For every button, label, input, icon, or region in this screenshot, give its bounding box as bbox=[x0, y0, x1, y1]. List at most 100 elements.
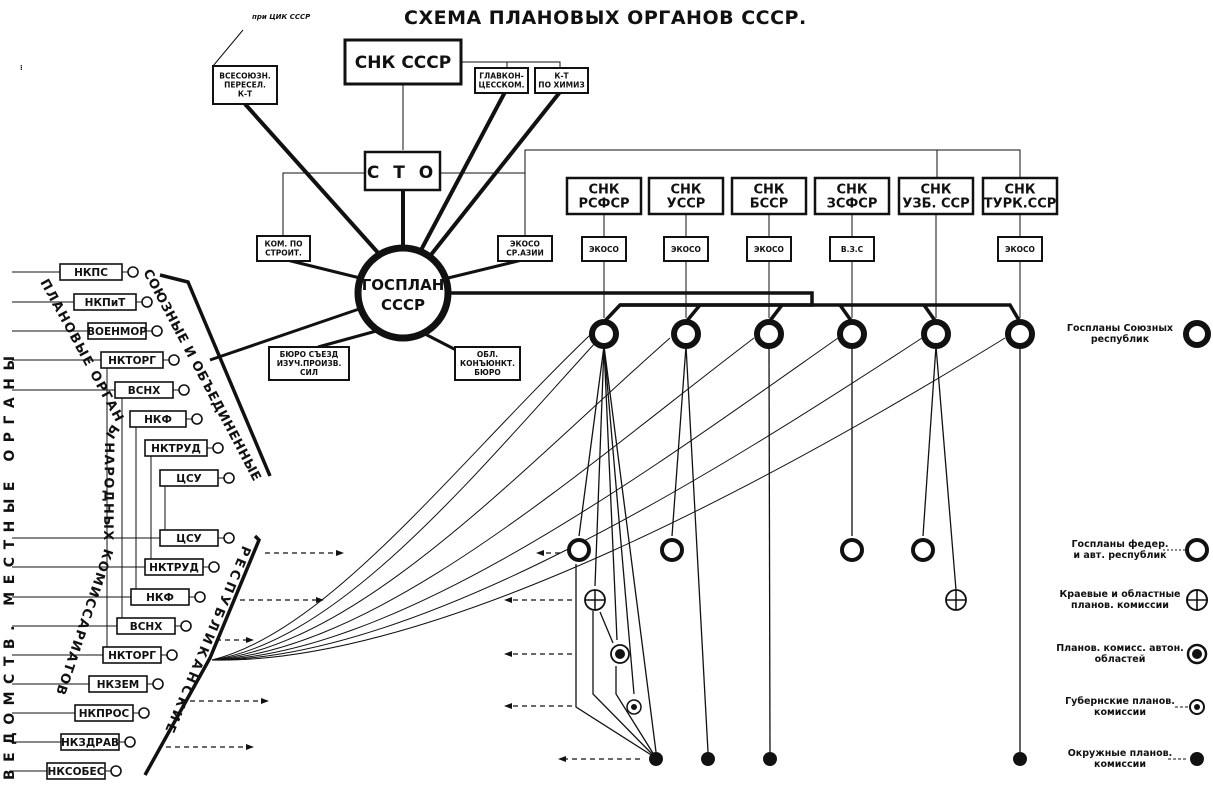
republic-5-snk-label-line1: СНК bbox=[920, 183, 951, 198]
republic-agency-7[interactable]: НКПРОС bbox=[74, 704, 150, 722]
okrug-commission-node-3[interactable] bbox=[763, 752, 777, 766]
dot-ring-small-icon bbox=[1189, 699, 1205, 715]
okrug-commission-node-2[interactable] bbox=[701, 752, 715, 766]
vsesoyuzn-pereselen-committee-box-label-line3: К-Т bbox=[238, 90, 253, 99]
legend-item-dot-ring-small: Губернские планов.комиссии bbox=[1065, 696, 1205, 718]
autonomous-region-commission-node[interactable] bbox=[610, 644, 630, 664]
legend-label: областей bbox=[1095, 654, 1146, 665]
regional-commission-node-1[interactable] bbox=[584, 589, 606, 611]
union-agency-label: НКФ bbox=[144, 414, 172, 426]
chemization-committee-box[interactable]: К-ТПО ХИМИЗ bbox=[534, 67, 589, 94]
legend-label: Губернские планов. bbox=[1065, 696, 1175, 707]
union-gosplan-node-1[interactable] bbox=[589, 319, 619, 349]
union-gosplan-node-3[interactable] bbox=[754, 319, 784, 349]
republic-4-snk-label-line1: СНК bbox=[836, 183, 867, 198]
republic-agency-label: НКФ bbox=[146, 592, 174, 604]
legend-label: Окружные планов. bbox=[1068, 748, 1173, 759]
legend-label: Краевые и областные bbox=[1060, 589, 1181, 600]
conjuncture-bureau-box-label-line1: ОБЛ. bbox=[477, 350, 498, 359]
republic-agency-5[interactable]: НКТОРГ bbox=[102, 646, 178, 664]
gosplan-label-line1: ГОСПЛАН bbox=[362, 276, 445, 294]
republic-4-snk-label-line2: ЗСФСР bbox=[827, 197, 878, 212]
gubernia-commission-node[interactable] bbox=[626, 699, 642, 715]
construction-committee-box-label-line1: КОМ. ПО bbox=[264, 240, 302, 249]
federal-gosplan-node-4[interactable] bbox=[911, 538, 935, 562]
republic-agency-9[interactable]: НКСОБЕС bbox=[46, 762, 122, 780]
gosplan-ussr-circle[interactable]: ГОСПЛАН СССР bbox=[354, 244, 452, 342]
planning-organs-label: ПЛАНОВЫЕ ОРГАНЫ НАРОДНЫХ КОМИССАРИАТОВ bbox=[36, 277, 126, 698]
legend-label: комиссии bbox=[1094, 759, 1146, 770]
commissariat-agencies: НКПС НКПиТ ВОЕНМОР НКТОРГ ВСНХ НКФ НКТРУД ЦСУ ЦС… bbox=[46, 263, 235, 780]
union-agency-5[interactable]: ВСНХ bbox=[114, 381, 190, 399]
union-agency-2[interactable]: НКПиТ bbox=[73, 293, 153, 311]
union-agency-label: НКПС bbox=[74, 267, 108, 279]
union-gosplan-node-2[interactable] bbox=[671, 319, 701, 349]
union-agency-6[interactable]: НКФ bbox=[129, 410, 203, 428]
republic-agency-label: НКПРОС bbox=[79, 708, 130, 720]
union-agency-8[interactable]: ЦСУ bbox=[159, 469, 235, 487]
auxiliary-bodies: ВСЕСОЮЗН.ПЕРЕСЕЛ.К-Т ГЛАВКОН-ЦЕССКОМ.К-ТП… bbox=[212, 65, 589, 381]
republic-agency-label: НКТОРГ bbox=[108, 650, 156, 662]
republic-agency-8[interactable]: НКЗДРАВ bbox=[60, 733, 136, 751]
republic-3-snk-label-line2: БССР bbox=[750, 197, 789, 212]
republic-3-sub-body-box[interactable]: ЭКОСО bbox=[746, 236, 792, 262]
snk-ussr-label: СНК СССР bbox=[355, 53, 451, 73]
republic-6-sub-body-box[interactable]: ЭКОСО bbox=[997, 236, 1043, 262]
republic-agency-6[interactable]: НКЗЕМ bbox=[88, 675, 164, 693]
connection-lines bbox=[12, 61, 1022, 776]
conjuncture-bureau-box[interactable]: ОБЛ.КОНЪЮНКТ.БЮРО bbox=[454, 346, 521, 381]
regional-commission-node-2[interactable] bbox=[945, 589, 967, 611]
republic-6-snk-label-line1: СНК bbox=[1004, 183, 1035, 198]
republic-agency-label: НКЗДРАВ bbox=[61, 737, 119, 749]
union-gosplan-node-4[interactable] bbox=[837, 319, 867, 349]
productive-forces-bureau-box-label-line3: СИЛ bbox=[300, 368, 318, 377]
federal-gosplan-node-2[interactable] bbox=[660, 538, 684, 562]
ring-icon bbox=[1185, 538, 1209, 562]
republic-snk-row: СНКРСФСРЭКОСОСНКУССРЭКОСОСНКБССРЭКОСОСНК… bbox=[565, 176, 1059, 262]
union-agency-4[interactable]: НКТОРГ bbox=[100, 351, 180, 369]
republic-3-snk-label-line1: СНК bbox=[753, 183, 784, 198]
union-agency-7[interactable]: НКТРУД bbox=[144, 439, 224, 457]
union-gosplan-node-5[interactable] bbox=[921, 319, 951, 349]
republic-agency-1[interactable]: ЦСУ bbox=[159, 529, 235, 547]
vsesoyuzn-pereselen-committee-box[interactable]: ВСЕСОЮЗН.ПЕРЕСЕЛ.К-Т bbox=[212, 65, 278, 105]
republic-4-sub-body-box[interactable]: В.З.С bbox=[829, 236, 875, 262]
union-agency-label: НКТОРГ bbox=[108, 355, 156, 367]
republic-agency-3[interactable]: НКФ bbox=[130, 588, 206, 606]
republic-1-snk-label-line1: СНК bbox=[588, 183, 619, 198]
union-gosplan-node-6[interactable] bbox=[1005, 319, 1035, 349]
republic-2-sub-body-box[interactable]: ЭКОСО bbox=[663, 236, 709, 262]
conjuncture-bureau-box-label-line3: БЮРО bbox=[474, 368, 500, 377]
ekoso-central-asia-box-label-line1: ЭКОСО bbox=[510, 240, 540, 249]
okrug-commission-node-4[interactable] bbox=[1013, 752, 1027, 766]
republic-agency-4[interactable]: ВСНХ bbox=[116, 617, 192, 635]
republic-5-snk-label-line2: УЗБ. ССР bbox=[902, 197, 969, 212]
republic-1-sub-body-box[interactable]: ЭКОСО bbox=[581, 236, 627, 262]
union-agency-3[interactable]: ВОЕНМОР bbox=[87, 322, 163, 340]
republic-2-sub-body-label: ЭКОСО bbox=[671, 245, 701, 254]
federal-gosplan-node-1[interactable] bbox=[567, 538, 591, 562]
republic-agency-label: ЦСУ bbox=[176, 533, 202, 545]
federal-gosplan-node-3[interactable] bbox=[840, 538, 864, 562]
republic-agency-2[interactable]: НКТРУД bbox=[144, 558, 220, 576]
legend-label: республик bbox=[1091, 334, 1150, 345]
union-agency-1[interactable]: НКПС bbox=[59, 263, 139, 281]
snk-ussr-box[interactable]: СНК СССР bbox=[343, 38, 463, 86]
glavkontsesskom-box[interactable]: ГЛАВКОН-ЦЕССКОМ. bbox=[474, 67, 529, 94]
sto-box[interactable]: С Т О bbox=[363, 150, 442, 192]
republic-4-sub-body-label: В.З.С bbox=[841, 245, 864, 254]
republic-1-sub-body-label: ЭКОСО bbox=[589, 245, 619, 254]
okrug-commission-node-1[interactable] bbox=[649, 752, 663, 766]
